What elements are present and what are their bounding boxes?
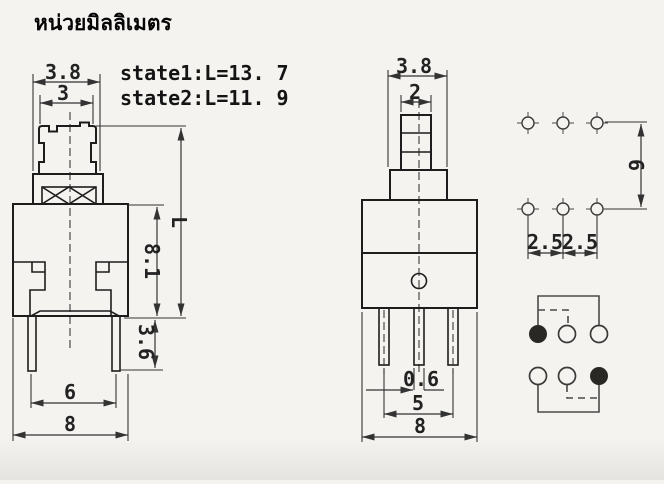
schematic-node-open <box>528 366 548 386</box>
dim-pin-length: 3.6 <box>134 324 158 360</box>
pcb-footprint: 6 2.5 2.5 <box>517 112 648 259</box>
schematic-node-open <box>589 324 609 344</box>
state1-note: state1:L=13. 7 <box>120 61 289 85</box>
dim-col-spacing-b: 2.5 <box>562 230 598 254</box>
pcb-hole <box>552 112 574 134</box>
schematic-node-filled <box>529 325 547 343</box>
dim-col-spacing-a: 2.5 <box>527 230 563 254</box>
front-body-hole <box>410 272 428 290</box>
dim-body-width: 8 <box>64 412 76 436</box>
schematic-node-open <box>557 324 577 344</box>
schematic-bottom-dashed-link <box>566 385 598 399</box>
schematic-node-filled <box>590 367 608 385</box>
side-body-notch-right <box>95 261 128 316</box>
dim-cap-top-width: 3 <box>57 81 69 105</box>
dim-pin-span: 5 <box>412 391 424 415</box>
schematic-bottom-link <box>537 384 600 413</box>
side-view: 3.8 3 L 8.1 3.6 6 8 <box>12 60 191 441</box>
front-pin-middle <box>413 307 425 366</box>
dim-body-height: 8.1 <box>140 243 164 279</box>
dim-front-body-width: 8 <box>414 414 426 438</box>
side-body <box>12 203 129 317</box>
front-plunger <box>400 114 432 171</box>
side-pin-left <box>27 315 37 372</box>
dim-plunger-width: 2 <box>409 80 421 104</box>
side-pin-right <box>111 315 121 372</box>
dim-total-height-label: L <box>167 216 191 228</box>
schematic-node-open <box>557 366 577 386</box>
pcb-hole <box>517 112 539 134</box>
state2-note: state2:L=11. 9 <box>120 86 289 110</box>
front-view: 3.8 2 0.6 5 8 <box>361 54 478 442</box>
dim-pin-spacing: 6 <box>64 380 76 404</box>
side-cap <box>38 121 97 174</box>
unit-label: หน่วยมิลลิเมตร <box>34 11 173 35</box>
pcb-hole <box>586 112 608 134</box>
side-body-notch-left <box>13 261 46 316</box>
schematic-top-dashed-link <box>538 309 569 324</box>
side-body-bottom-chamfer <box>30 310 120 317</box>
side-collar-inner <box>41 186 97 205</box>
circuit-schematic <box>528 295 609 413</box>
dim-pin-width: 0.6 <box>403 367 439 391</box>
dim-bushing-width: 3.8 <box>396 54 432 78</box>
side-collar-hatch <box>41 186 97 205</box>
dim-row-spacing: 6 <box>624 159 648 171</box>
dim-cap-width: 3.8 <box>45 60 81 84</box>
